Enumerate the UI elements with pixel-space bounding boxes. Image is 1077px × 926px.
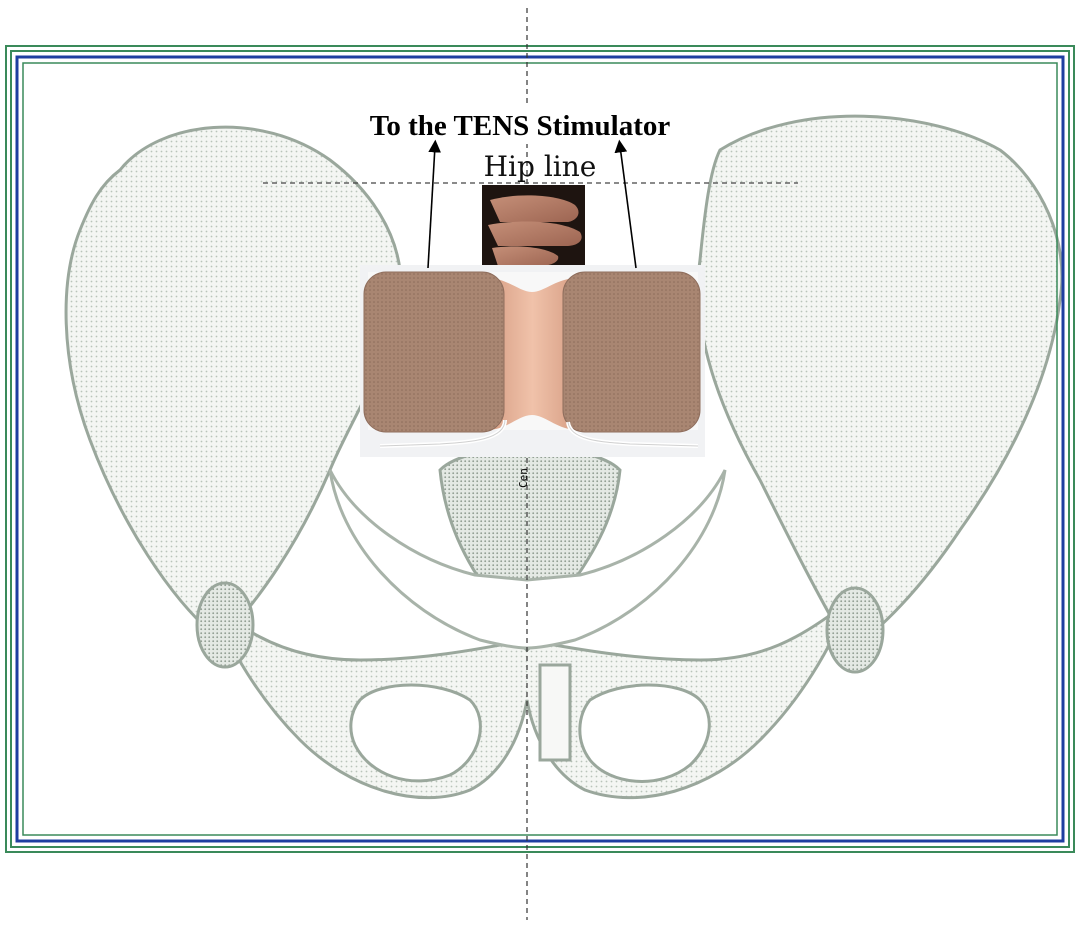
left-iliac-wing [66, 127, 401, 640]
obturator-foramen-right [580, 685, 709, 781]
stimulator-label: To the TENS Stimulator [370, 110, 671, 142]
electrode-pad-right [563, 272, 700, 432]
electrode-pad-photo [360, 265, 705, 457]
acetabulum-left [197, 583, 253, 667]
electrode-pad-left [364, 272, 504, 432]
fingers-photo [482, 185, 585, 267]
center-line-label: Cen [517, 468, 530, 488]
up-arrow-icon [428, 146, 435, 268]
hip-line-label: Hip line [484, 150, 597, 183]
up-arrow-icon [620, 146, 636, 268]
right-iliac-wing [698, 116, 1062, 650]
acetabulum-right [827, 588, 883, 672]
pubic-symphysis [540, 665, 570, 760]
